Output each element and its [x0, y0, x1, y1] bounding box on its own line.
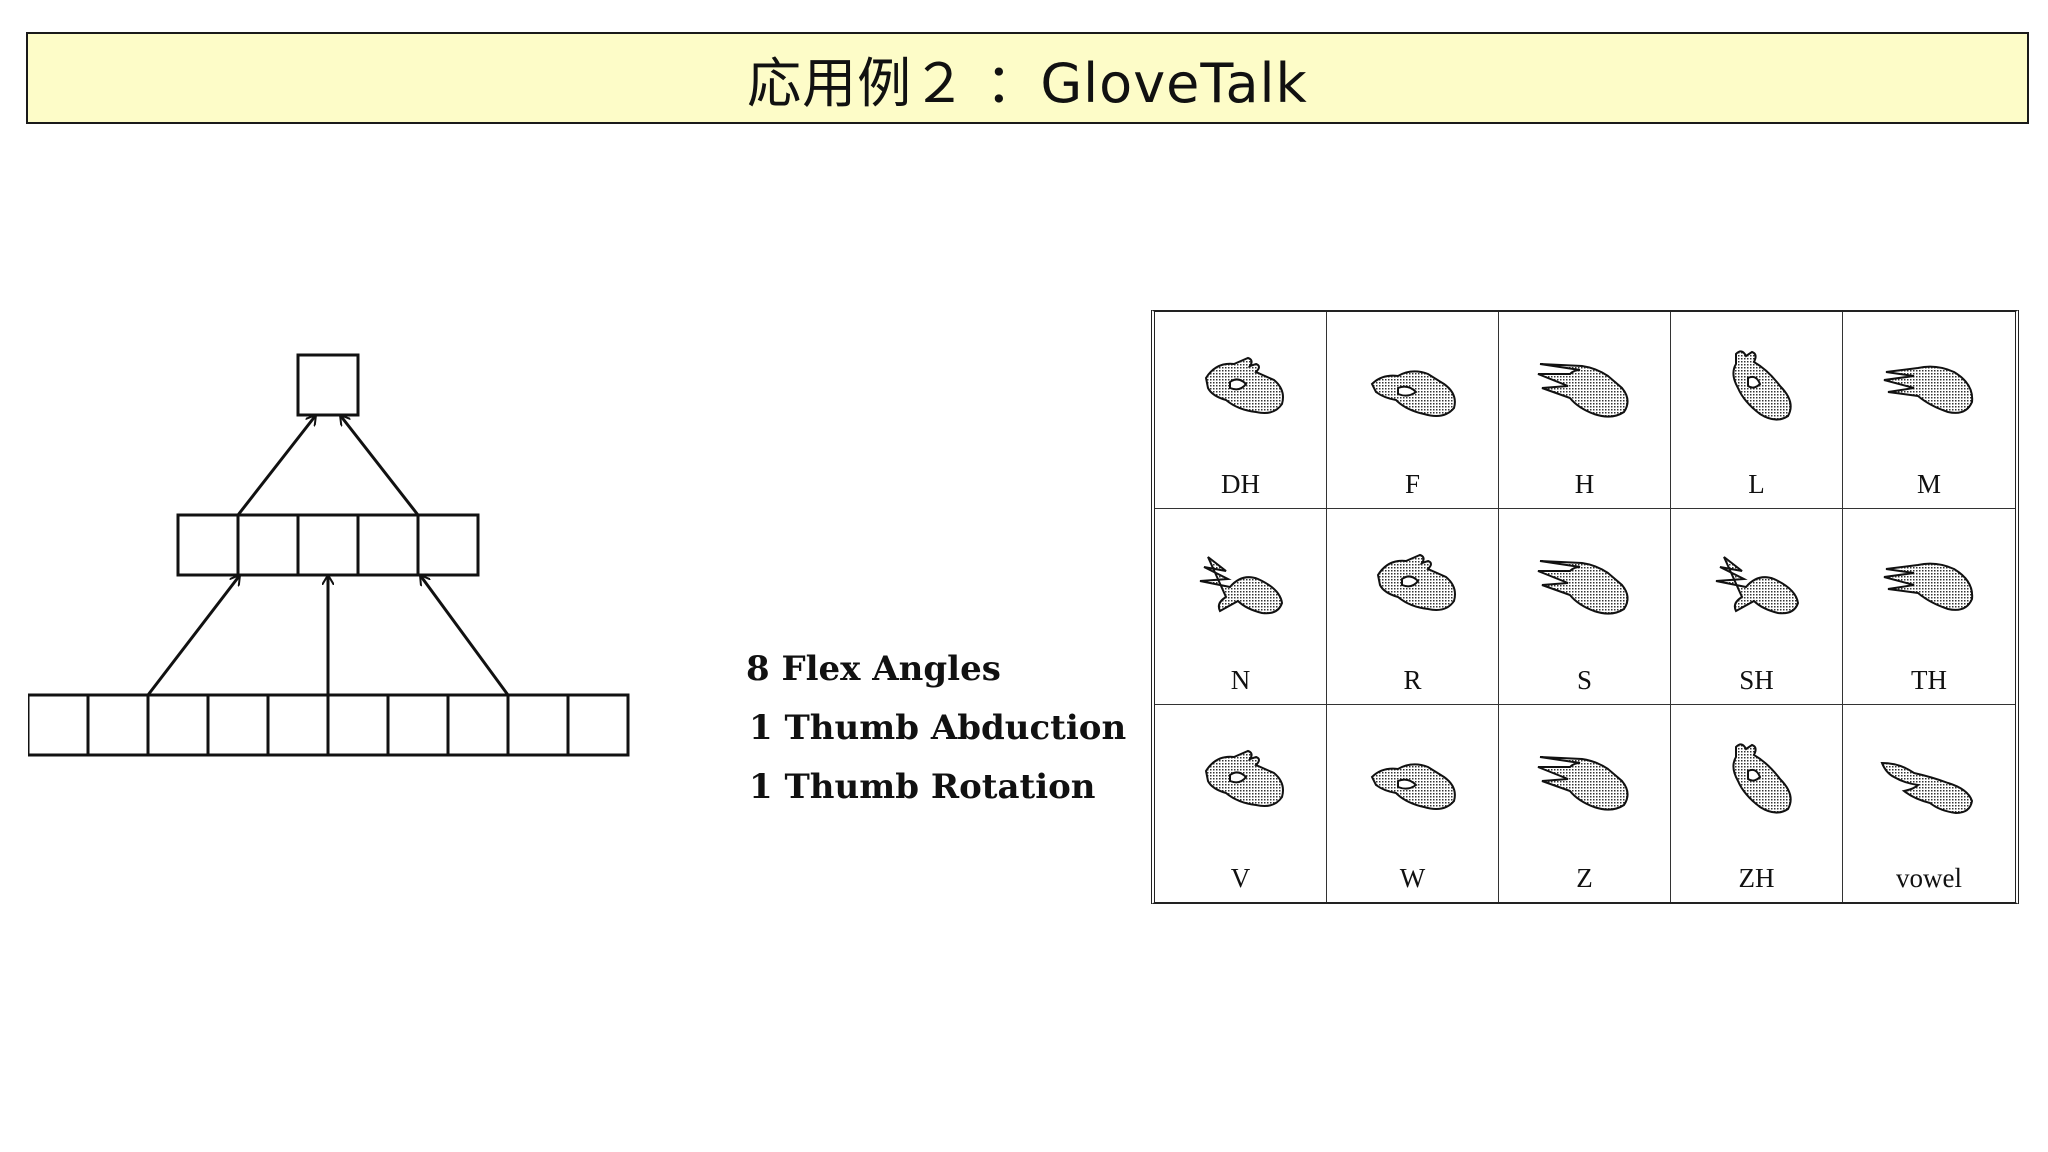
input-unit: [506, 693, 570, 757]
gesture-cell: M: [1843, 312, 2015, 509]
hand-gesture-icon: [1370, 763, 1456, 811]
gesture-label: TH: [1911, 665, 1947, 696]
hand-gesture-icon: [1204, 750, 1284, 808]
gesture-label: vowel: [1896, 863, 1962, 893]
input-unit: [446, 693, 510, 757]
input-unit: [326, 693, 390, 757]
hidden-unit: [296, 513, 360, 577]
gesture-cell: V: [1155, 705, 1327, 902]
connection-arrow: [146, 575, 242, 696]
connection-arrow: [340, 415, 420, 516]
hand-gesture-icon: [1715, 555, 1799, 614]
input-unit: [86, 693, 150, 757]
hand-gesture-icon: [1537, 756, 1628, 811]
hand-gesture-icon: [1370, 370, 1456, 417]
connection-arrow: [236, 415, 316, 516]
hand-gesture-icon: [1731, 743, 1792, 814]
hand-gesture-icon: [1880, 762, 1974, 815]
neural-network-diagram: [28, 353, 630, 757]
gesture-label: V: [1230, 863, 1251, 893]
hand-gesture-icon: [1537, 559, 1628, 615]
connection-arrow: [418, 575, 510, 696]
hand-gesture-icon: [1883, 365, 1974, 414]
input-feature-flex: 8 Flex Angles: [746, 649, 1001, 689]
input-unit: [206, 693, 270, 757]
gesture-label: SH: [1739, 665, 1774, 696]
gesture-label: DH: [1221, 468, 1260, 499]
input-unit: [266, 693, 330, 757]
gesture-label: F: [1404, 468, 1421, 499]
input-feature-abduction: 1 Thumb Abduction: [749, 708, 1127, 748]
gesture-label: M: [1916, 468, 1941, 499]
gesture-label: H: [1574, 468, 1595, 499]
gesture-label: Z: [1576, 863, 1593, 893]
gesture-cell: R: [1327, 508, 1499, 706]
hidden-unit: [176, 513, 240, 577]
output-unit: [296, 353, 360, 417]
gesture-cell: Z: [1499, 705, 1671, 902]
hand-gesture-icon: [1731, 350, 1792, 421]
gesture-label: W: [1399, 863, 1426, 893]
page-title: 応用例２ ：GloveTalk: [747, 51, 1308, 115]
input-feature-list: 8 Flex Angles 1 Thumb Abduction 1 Thumb …: [746, 648, 1126, 825]
input-unit: [146, 693, 210, 757]
title-bar: 応用例２ ：GloveTalk: [26, 32, 2029, 124]
gesture-label: L: [1748, 468, 1765, 499]
gesture-cell: ZH: [1671, 705, 1843, 902]
hand-gesture-icon: [1883, 562, 1974, 611]
input-unit: [566, 693, 630, 757]
network-units: [28, 353, 630, 757]
gesture-label: S: [1576, 665, 1593, 696]
input-unit: [386, 693, 450, 757]
hand-gesture-icon: [1537, 363, 1628, 418]
hand-gesture-icon: [1204, 356, 1284, 414]
gesture-label: N: [1230, 665, 1251, 696]
gesture-label: R: [1403, 665, 1422, 696]
gesture-cell: L: [1671, 312, 1843, 509]
hidden-unit: [356, 513, 420, 577]
network-connections: [146, 415, 510, 696]
gesture-cell: DH: [1155, 312, 1327, 509]
gesture-cell: TH: [1843, 509, 2015, 706]
hand-gesture-grid: DH F H L M N R S SH TH V W Z ZH vowel: [1151, 310, 2019, 904]
gesture-cell: S: [1499, 508, 1671, 706]
hand-gesture-icon: [1199, 555, 1283, 614]
gesture-cell: vowel: [1843, 705, 2015, 902]
hidden-unit: [416, 513, 480, 577]
gesture-cell: N: [1155, 508, 1327, 706]
gesture-label: ZH: [1738, 863, 1775, 893]
hand-gesture-icon: [1376, 553, 1456, 611]
gesture-cell: F: [1327, 312, 1499, 509]
input-feature-rotation: 1 Thumb Rotation: [749, 767, 1096, 807]
input-unit: [28, 693, 90, 757]
gesture-cell: W: [1327, 705, 1499, 902]
gesture-cell: H: [1499, 312, 1671, 509]
gesture-cell: SH: [1671, 508, 1843, 706]
hidden-unit: [236, 513, 300, 577]
